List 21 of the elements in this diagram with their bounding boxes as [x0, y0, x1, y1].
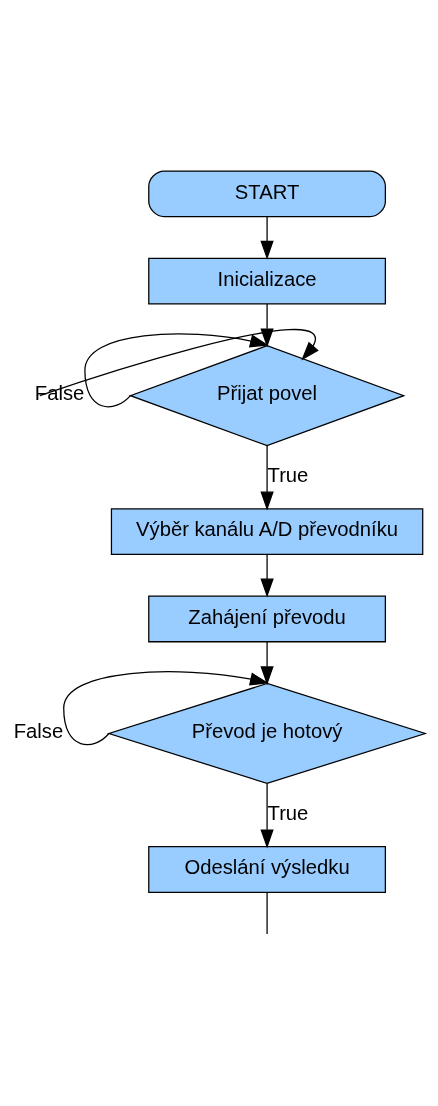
- arrow: [260, 216, 274, 260]
- arrow: [260, 554, 274, 598]
- node-box: Inicializace: [148, 257, 386, 305]
- node-box: Zahájení převodu: [148, 595, 386, 643]
- node-diamond: Převod je hotový: [106, 682, 428, 785]
- node-diamond: Přijat povel: [128, 345, 406, 447]
- edge-label: False: [13, 720, 64, 743]
- arrow: [260, 641, 274, 686]
- arrow: [260, 445, 274, 511]
- arrow: [260, 303, 274, 348]
- edge-label: True: [267, 801, 309, 824]
- arrow: [84, 333, 269, 408]
- node-box: Odeslání výsledku: [148, 846, 386, 893]
- node-box: START: [148, 170, 386, 218]
- arrow: [39, 329, 319, 397]
- edge-label: False: [34, 382, 85, 405]
- arrow: [260, 783, 274, 849]
- edge-label: True: [267, 464, 309, 487]
- node-box: Výběr kanálu A/D převodníku: [110, 508, 424, 556]
- arrow: [63, 671, 269, 746]
- connector: [266, 891, 268, 935]
